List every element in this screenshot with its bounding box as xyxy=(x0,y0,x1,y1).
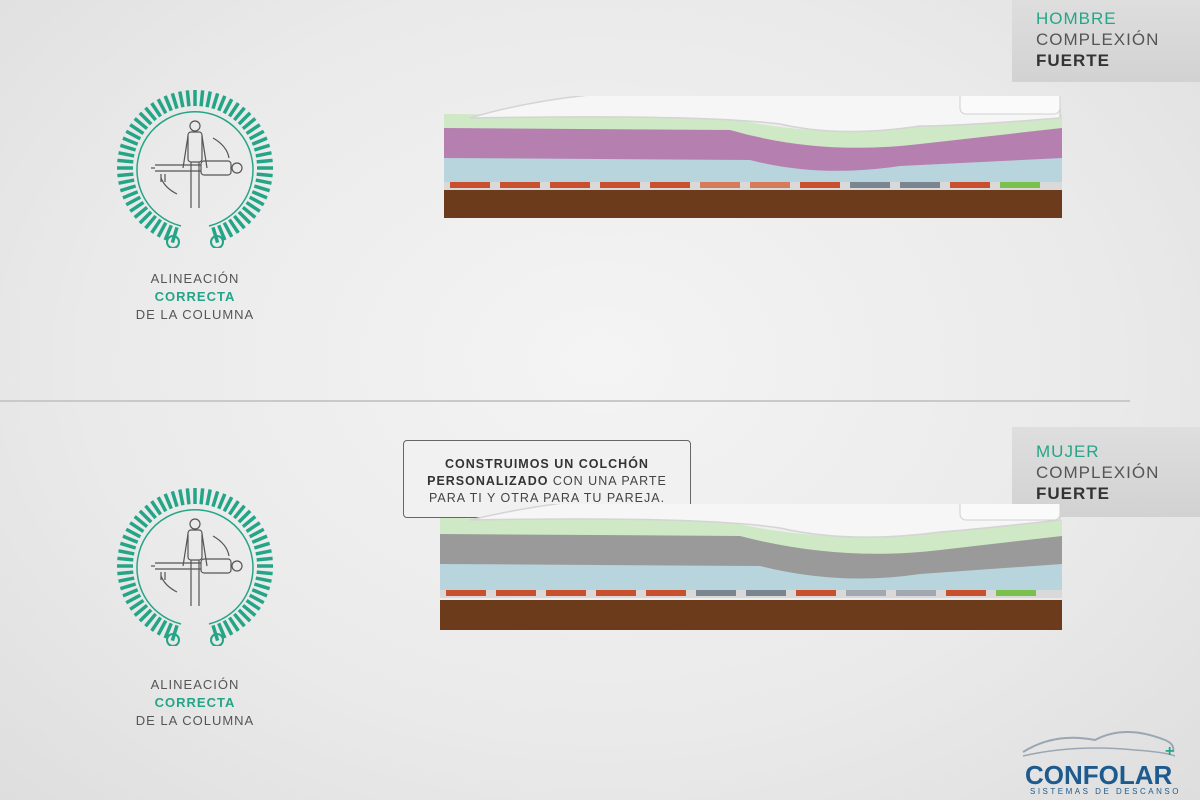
panel-man: HOMBRE COMPLEXIÓN FUERTE ALINEACIÓN CORR… xyxy=(117,0,1200,324)
gender-label: MUJER xyxy=(1036,442,1100,461)
caption-line-1: ALINEACIÓN xyxy=(150,677,240,692)
build-value: FUERTE xyxy=(1036,51,1110,70)
alignment-caption: ALINEACIÓN CORRECTA DE LA COLUMNA xyxy=(120,676,270,730)
speech-bubble: CONSTRUIMOS UN COLCHÓN PERSONALIZADO CON… xyxy=(403,440,691,518)
brand-name: CONFOLAR xyxy=(1025,760,1173,790)
caption-line-3: DE LA COLUMNA xyxy=(135,307,255,322)
bubble-line-2-bold: PERSONALIZADO xyxy=(427,474,549,488)
alignment-caption: ALINEACIÓN CORRECTA DE LA COLUMNA xyxy=(120,270,270,324)
panel-divider xyxy=(0,400,1130,402)
build-value: FUERTE xyxy=(1036,484,1110,503)
bubble-line-2: CON UNA PARTE xyxy=(548,474,667,488)
spring-row xyxy=(446,590,1036,596)
spine-alignment-gauge-icon xyxy=(117,90,273,248)
gender-label: HOMBRE xyxy=(1036,9,1117,28)
mattress-illustration xyxy=(440,504,1062,630)
panel-woman: CONSTRUIMOS UN COLCHÓN PERSONALIZADO CON… xyxy=(0,400,1200,800)
svg-text:+: + xyxy=(1165,743,1174,760)
bubble-line-3: PARA TI Y OTRA PARA TU PAREJA. xyxy=(428,491,666,505)
caption-line-2: CORRECTA xyxy=(154,695,236,710)
brand-subtitle: SISTEMAS DE DESCANSO xyxy=(1030,787,1181,796)
mattress-illustration xyxy=(444,96,1062,218)
bubble-line-1: CONSTRUIMOS UN COLCHÓN xyxy=(445,457,649,471)
build-label: COMPLEXIÓN xyxy=(1036,30,1160,49)
profile-tag: MUJER COMPLEXIÓN FUERTE xyxy=(1012,427,1200,517)
profile-tag: HOMBRE COMPLEXIÓN FUERTE xyxy=(1012,0,1200,82)
caption-line-3: DE LA COLUMNA xyxy=(135,713,255,728)
caption-line-2: CORRECTA xyxy=(154,289,236,304)
confolar-logo-icon: + xyxy=(1022,731,1176,760)
spring-row xyxy=(450,182,1040,188)
spine-alignment-gauge-icon xyxy=(117,488,273,646)
caption-line-1: ALINEACIÓN xyxy=(150,271,240,286)
build-label: COMPLEXIÓN xyxy=(1036,463,1160,482)
